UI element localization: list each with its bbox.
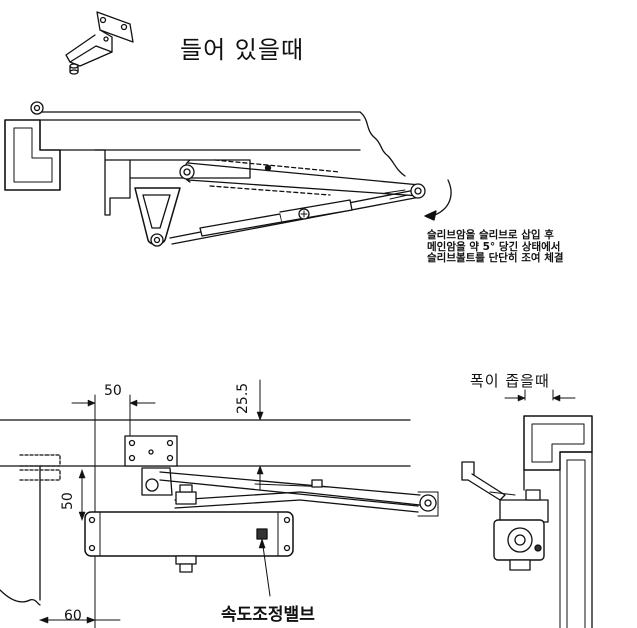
- instruction-line-2: 메인암을 약 5° 당긴 상태에서: [427, 240, 561, 253]
- dimension-left-vertical: 50: [60, 492, 76, 510]
- narrow-frame-label: 폭이 좁을때: [470, 372, 550, 390]
- dimension-top-vertical: 25.5: [235, 382, 251, 414]
- parallel-arm-bracket-icon: [65, 11, 134, 75]
- front-elevation-view: [0, 379, 439, 628]
- installation-instruction: 슬리브암을 슬리브로 삽입 후 메인암을 약 5° 당긴 상태에서 슬리브볼트를…: [427, 229, 564, 265]
- dimension-top-horizontal: 50: [104, 383, 122, 399]
- instruction-line-3: 슬리브볼트를 단단히 조여 체결: [427, 252, 564, 264]
- instruction-line-1: 슬리브암을 슬리브로 삽입 후: [427, 229, 554, 241]
- speed-control-valve-label: 속도조정밸브: [221, 605, 315, 625]
- dimension-bottom: 60: [64, 608, 82, 624]
- narrow-frame-side-view: [461, 389, 593, 628]
- upper-installation-view: [4, 101, 452, 247]
- installed-inside-title: 들어 있을때: [180, 36, 305, 64]
